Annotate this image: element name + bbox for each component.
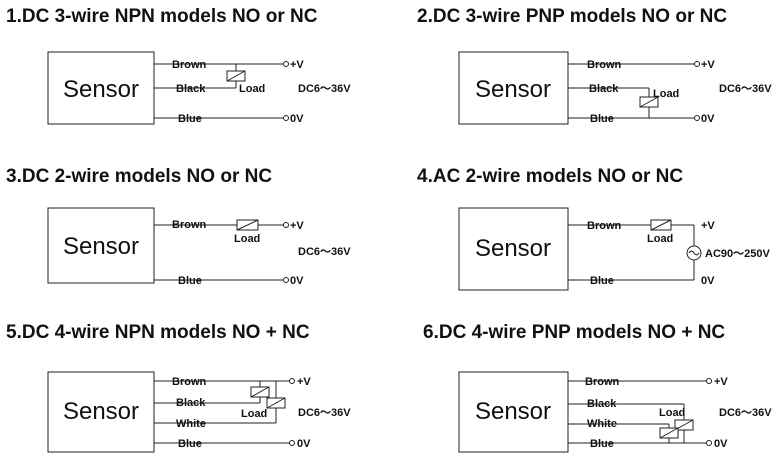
plus-label: +V [290,59,304,71]
plus-terminal [694,61,700,67]
panel-title: 3.DC 2-wire models NO or NC [6,166,273,187]
wire-label-brown: Brown [587,220,622,232]
wire-label-black: Black [176,397,206,409]
panel-title: 4.AC 2-wire models NO or NC [417,166,684,187]
supply-label: AC90～250V [705,248,770,260]
panel-dc-3wire-npn: 1.DC 3-wire NPN models NO or NC Sensor B… [0,0,389,153]
plus-terminal [283,61,289,67]
wire-label-brown: Brown [587,59,622,71]
wire-label-blue: Blue [178,438,202,450]
zero-label: 0V [290,275,304,287]
panel-dc-3wire-pnp: 2.DC 3-wire PNP models NO or NC Sensor B… [389,0,778,153]
wiring-diagram: Sensor Brown +V Black Load DC6～36V Blue … [47,51,351,125]
supply-label: DC6～36V [298,246,351,258]
wire-label-brown: Brown [172,219,207,231]
wire-label-white: White [176,418,206,430]
load-label: Load [234,233,260,245]
panel-dc-4wire-pnp: 6.DC 4-wire PNP models NO + NC Sensor Br… [389,316,778,469]
load-label: Load [241,408,267,420]
wire-label-black: Black [589,83,619,95]
plus-label: +V [714,376,728,388]
wiring-diagram: Sensor Brown Load +V DC6～36V Blue 0V [47,207,351,287]
sensor-label: Sensor [475,235,551,262]
wire-label-white: White [587,418,617,430]
sensor-label: Sensor [63,76,139,103]
zero-label: 0V [290,113,304,125]
load-coil-diagonal [639,96,659,108]
sensor-label: Sensor [475,398,551,425]
wiring-diagram: Sensor Brown +V Black White Load DC6～36V… [458,371,772,453]
zero-terminal [283,115,289,121]
sensor-label: Sensor [63,398,139,425]
zero-terminal [289,440,295,446]
zero-label: 0V [714,438,728,450]
load-coil-2-diagonal [659,427,679,439]
panel-dc-2wire: 3.DC 2-wire models NO or NC Sensor Brown… [0,160,389,313]
wire-label-brown: Brown [172,376,207,388]
panel-title: 2.DC 3-wire PNP models NO or NC [417,6,728,27]
panel-title: 1.DC 3-wire NPN models NO or NC [6,6,318,27]
wire-label-brown: Brown [585,376,620,388]
wiring-diagram: Sensor Brown +V Black White Load DC6～36V… [47,371,351,453]
load-coil-diagonal [236,219,259,231]
sensor-box [458,371,569,453]
plus-label: +V [701,59,715,71]
wire-label-blue: Blue [590,438,614,450]
load-coil-diagonal [226,70,246,82]
zero-label: 0V [297,438,311,450]
plus-label: +V [290,220,304,232]
wire-label-blue: Blue [178,113,202,125]
supply-label: DC6～36V [298,83,351,95]
load-label: Load [659,407,685,419]
zero-terminal [706,440,712,446]
load-label: Load [653,88,679,100]
sensor-box [47,371,155,453]
load-coil-diagonal [650,219,672,231]
wire-label-black: Black [587,398,617,410]
zero-label: 0V [701,275,715,287]
panel-title: 6.DC 4-wire PNP models NO + NC [423,322,726,343]
zero-label: 0V [701,113,715,125]
sensor-label: Sensor [63,233,139,260]
panel-title: 5.DC 4-wire NPN models NO + NC [6,322,310,343]
wire-label-brown: Brown [172,59,207,71]
wire-label-blue: Blue [590,275,614,287]
sensor-box [458,51,569,125]
sensor-label: Sensor [475,76,551,103]
plus-label: +V [701,220,715,232]
plus-terminal [706,378,712,384]
wiring-diagram: Sensor Brown +V Black Load DC6～36V Blue … [458,51,772,125]
load-coil-2-diagonal [266,397,286,409]
load-coil-1-diagonal [250,386,270,398]
supply-label: DC6～36V [298,407,351,419]
plus-label: +V [297,376,311,388]
wire-label-blue: Blue [178,275,202,287]
zero-terminal [283,277,289,283]
sensor-box [458,207,569,291]
zero-terminal [694,115,700,121]
ac-wave-icon [688,250,700,256]
supply-label: DC6～36V [719,83,772,95]
panel-ac-2wire: 4.AC 2-wire models NO or NC Sensor Brown… [389,160,778,313]
load-label: Load [647,233,673,245]
supply-label: DC6～36V [719,407,772,419]
wire-label-blue: Blue [590,113,614,125]
plus-terminal [289,378,295,384]
wiring-diagram: Sensor Brown Load +V AC90～250V Blue 0V [458,207,770,291]
plus-terminal [283,222,289,228]
load-label: Load [239,83,265,95]
wire-label-black: Black [176,83,206,95]
sensor-box [47,207,155,284]
panel-dc-4wire-npn: 5.DC 4-wire NPN models NO + NC Sensor Br… [0,316,389,469]
